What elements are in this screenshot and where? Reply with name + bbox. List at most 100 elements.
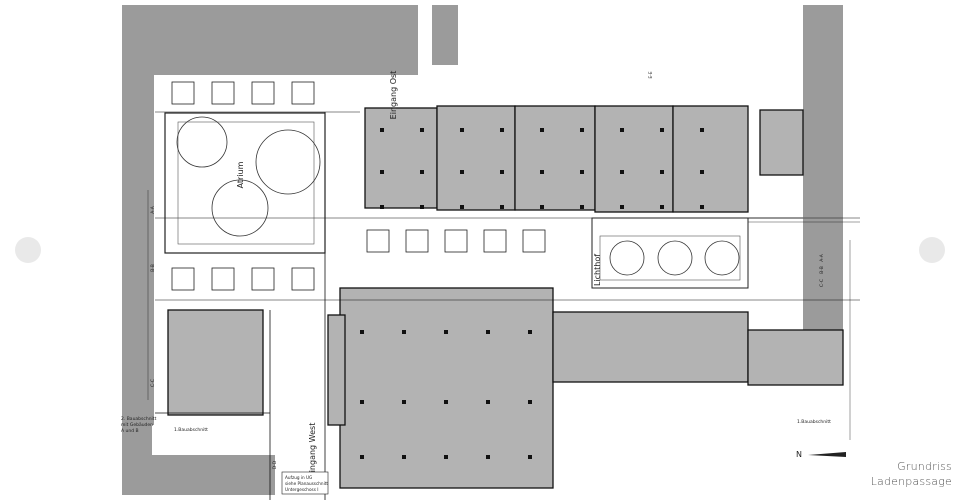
column	[528, 455, 532, 459]
column	[700, 170, 704, 174]
column	[444, 330, 448, 334]
wall-mass	[122, 5, 154, 425]
lichthof-label: Lichthof	[593, 254, 602, 286]
lichthof-planter-3	[704, 240, 740, 276]
section-cc-left: C-C	[150, 379, 156, 387]
aufzug-note-box	[281, 471, 329, 495]
column	[540, 170, 544, 174]
column	[580, 170, 584, 174]
north-arrow-icon	[808, 452, 846, 457]
column	[528, 400, 532, 404]
column	[402, 330, 406, 334]
section-dd: D-D	[272, 460, 278, 469]
column	[620, 170, 624, 174]
skylights	[171, 81, 546, 291]
shop-unit	[327, 314, 346, 426]
lichthof-bench	[599, 235, 741, 281]
skylight	[366, 229, 390, 253]
shop-unit	[339, 287, 554, 489]
shop-units	[167, 105, 844, 489]
shop-unit	[672, 105, 749, 213]
column	[540, 128, 544, 132]
wall-mass	[803, 5, 843, 345]
column	[580, 128, 584, 132]
column	[380, 170, 384, 174]
shop-unit	[552, 311, 749, 383]
column	[420, 205, 424, 209]
structural-columns	[360, 128, 704, 459]
skylight	[171, 267, 195, 291]
column	[528, 330, 532, 334]
skylight	[483, 229, 507, 253]
aufzug-note-line2: siehe Planausschnitt	[285, 481, 328, 486]
section-aa-left: A-A	[150, 205, 156, 214]
skylight	[251, 81, 275, 105]
shop-unit	[514, 105, 596, 211]
column	[580, 205, 584, 209]
bauabschnitt-2-label-line3: A und B	[121, 428, 139, 434]
section-cc-right: C-C	[819, 279, 825, 287]
column	[486, 455, 490, 459]
column	[700, 128, 704, 132]
section-aa-right: A-A	[819, 253, 825, 262]
skylight	[405, 229, 429, 253]
shop-unit	[364, 107, 438, 209]
previous-slide-button[interactable]	[15, 237, 41, 263]
bauabschnitt-2-label: 2. Bauabschnitt	[121, 416, 157, 422]
column	[500, 205, 504, 209]
section-ee: E-E	[648, 71, 654, 78]
wall-mass	[432, 5, 458, 65]
section-bb-right: B-B	[819, 266, 825, 274]
eingang-ost-label: Eingang Ost	[389, 71, 398, 120]
column	[620, 205, 624, 209]
skylight	[522, 229, 546, 253]
column	[420, 170, 424, 174]
column	[360, 330, 364, 334]
shop-unit	[436, 105, 516, 211]
bauabschnitt-1-right-label: 1.Bauabschnitt	[797, 419, 831, 425]
bauabschnitt-2-label-line2: mit Gebäuden	[121, 422, 153, 428]
atrium-outline	[164, 112, 326, 254]
skylight	[291, 81, 315, 105]
shop-unit	[747, 329, 844, 386]
eingang-west-label: Eingang West	[308, 423, 317, 478]
column	[460, 205, 464, 209]
column	[500, 170, 504, 174]
column	[402, 400, 406, 404]
atrium-label: Atrium	[236, 161, 245, 188]
column	[486, 400, 490, 404]
atrium-planter-left	[176, 116, 228, 168]
column	[360, 455, 364, 459]
bauabschnitt-1-left-label: 1.Bauabschnitt	[174, 427, 208, 433]
aufzug-note-line3: Untergeschoss I	[285, 487, 318, 492]
next-slide-button[interactable]	[919, 237, 945, 263]
column	[402, 455, 406, 459]
column	[360, 400, 364, 404]
shop-unit	[594, 105, 674, 213]
column	[444, 400, 448, 404]
atrium-planter-large	[255, 129, 321, 195]
caption-subtitle: Ladenpassage	[870, 475, 952, 488]
atrium-inner	[177, 121, 315, 245]
column	[660, 205, 664, 209]
column	[460, 170, 464, 174]
north-label: N	[796, 450, 802, 459]
wall-mass	[122, 420, 152, 495]
wall-mass	[150, 455, 275, 495]
skylight	[211, 81, 235, 105]
lichthof-planter-2	[657, 240, 693, 276]
column	[460, 128, 464, 132]
plan-caption: Grundriss Ladenpassage	[871, 459, 952, 489]
column	[620, 128, 624, 132]
shop-unit	[759, 109, 804, 176]
column	[540, 205, 544, 209]
column	[660, 170, 664, 174]
column	[700, 205, 704, 209]
column	[660, 128, 664, 132]
column	[420, 128, 424, 132]
skylight	[291, 267, 315, 291]
skylight	[251, 267, 275, 291]
section-bb-left: B-B	[150, 264, 156, 272]
aufzug-note-line1: Aufzug in UG	[285, 475, 312, 480]
